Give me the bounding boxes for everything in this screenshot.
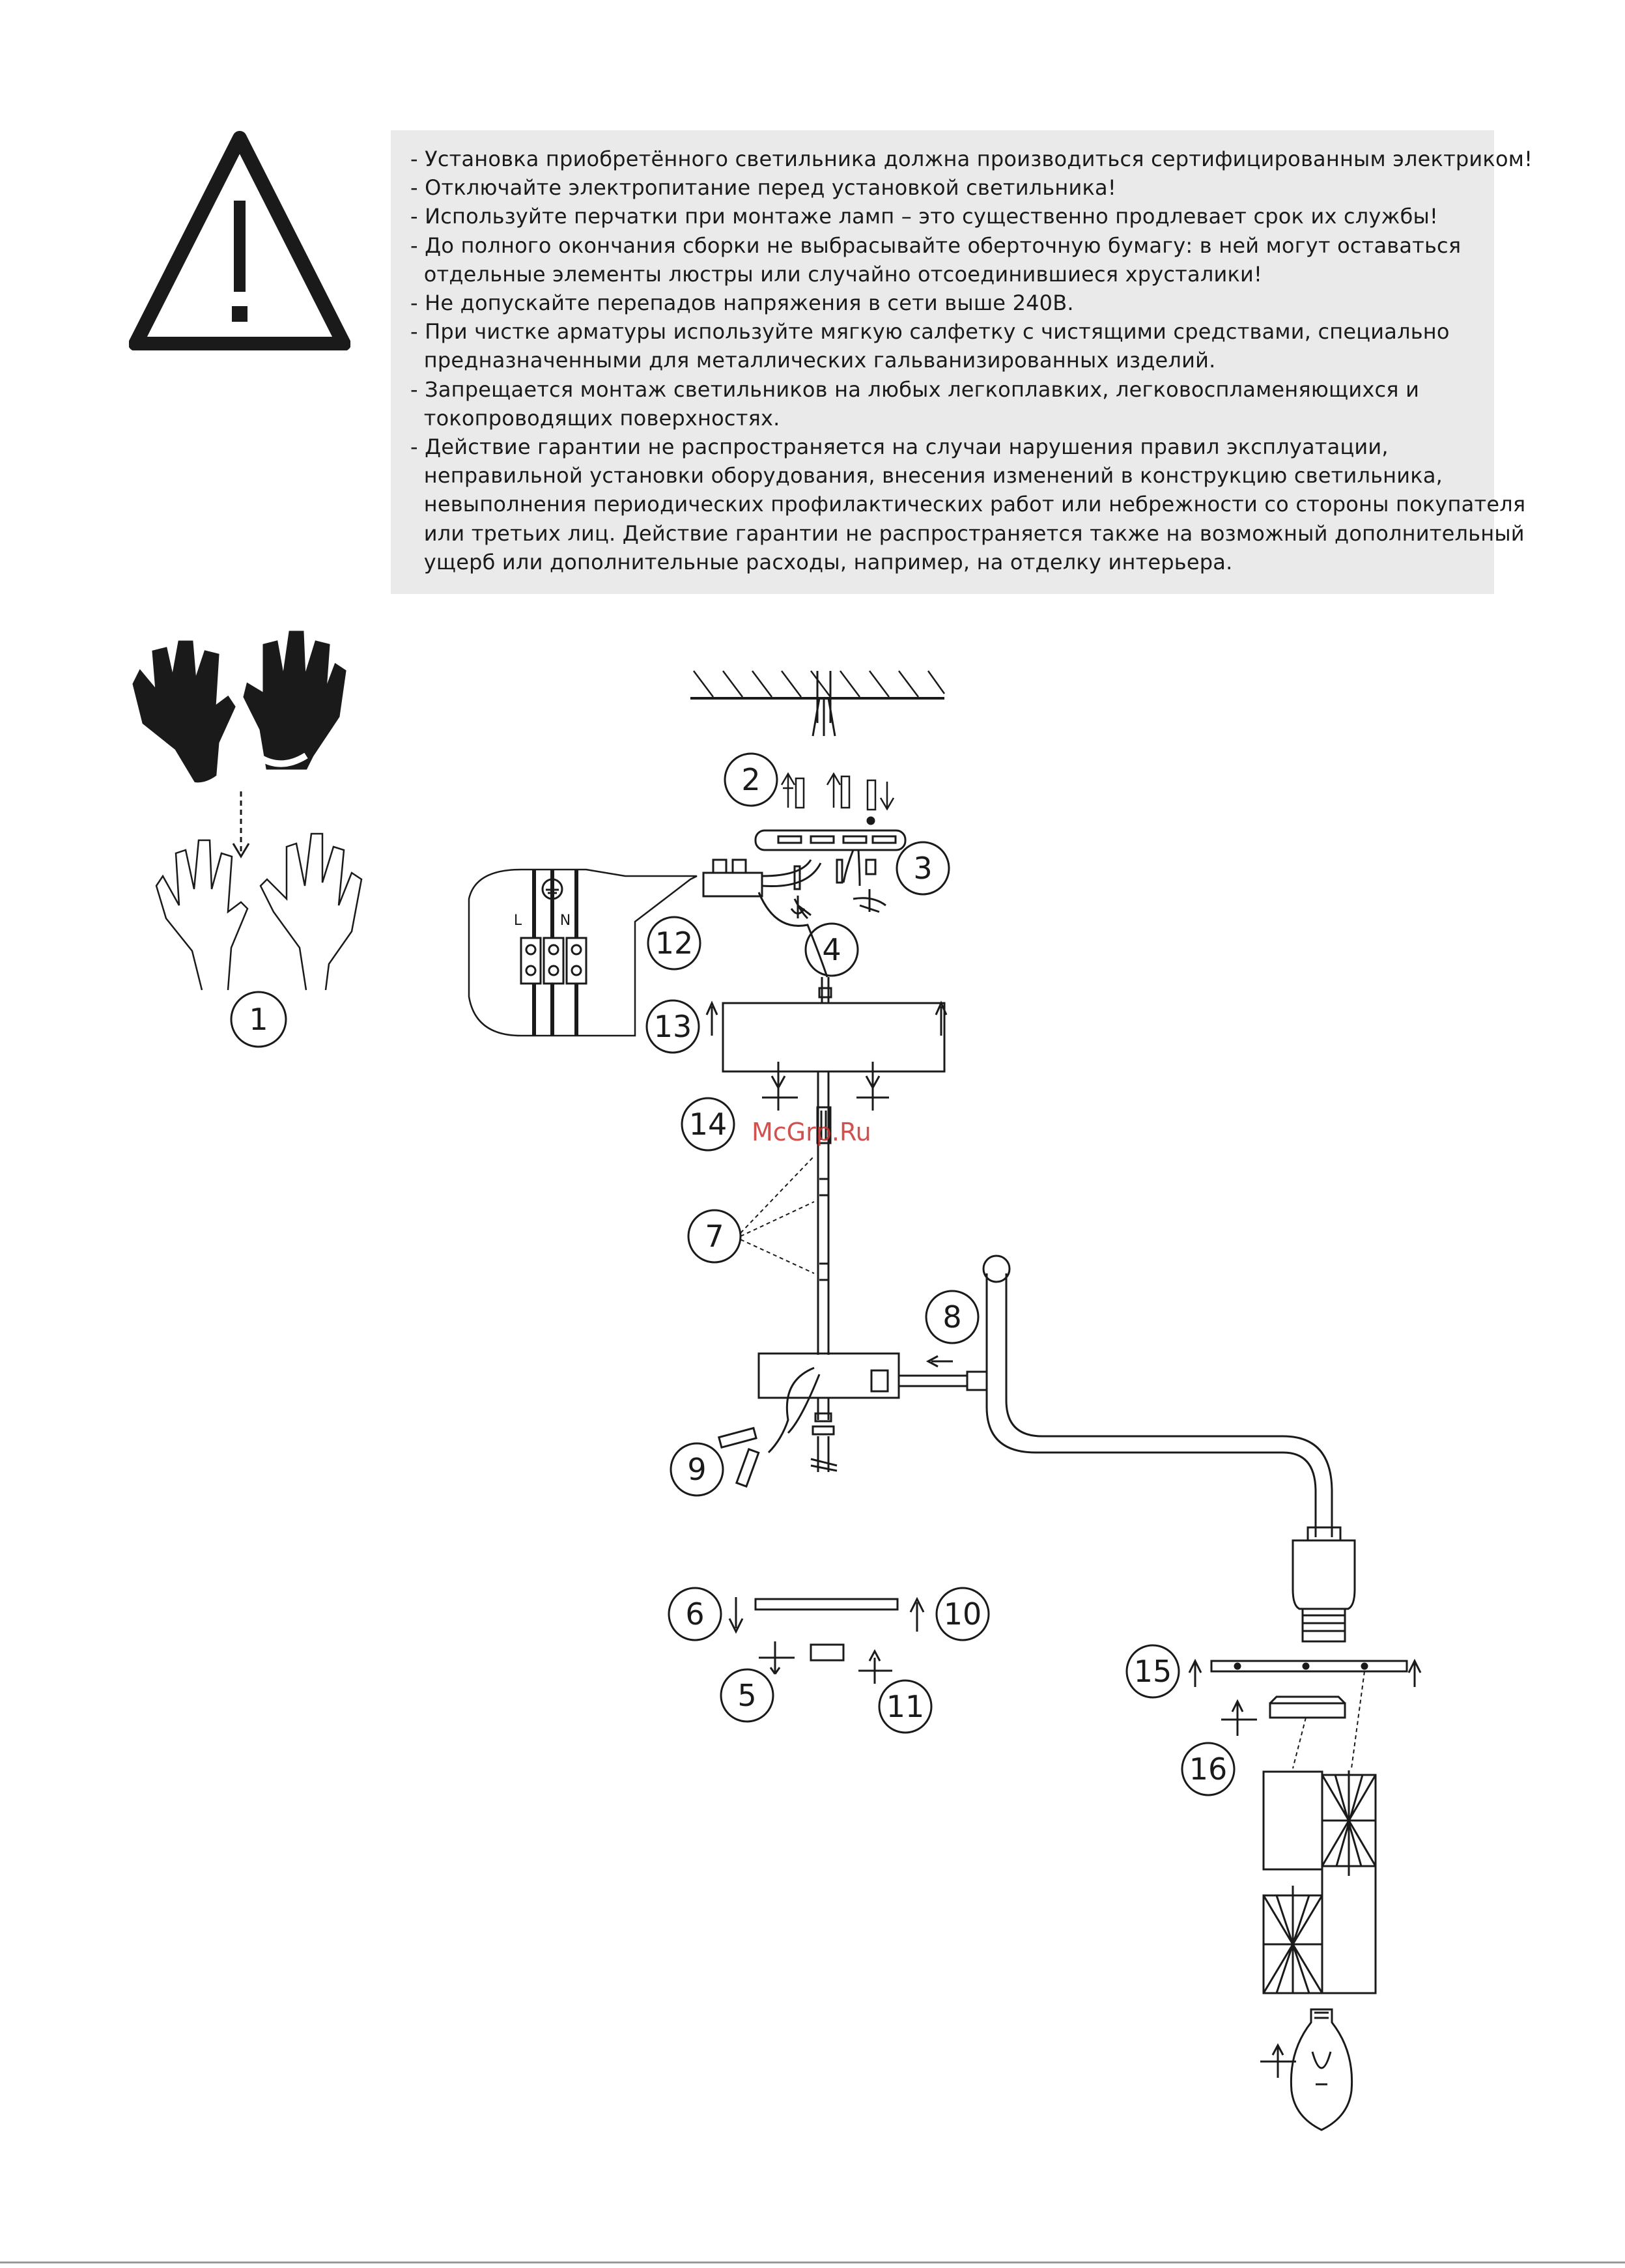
terminal-label-live: L: [514, 913, 522, 929]
warning-line: - Установка приобретённого светильника д…: [410, 147, 1533, 171]
warning-line: неправильной установки оборудования, вне…: [410, 463, 1443, 489]
warning-line: отдельные элементы люстры или случайно о…: [410, 261, 1263, 287]
terminal-label-neutral: N: [560, 913, 571, 929]
warning-line: - Запрещается монтаж светильников на люб…: [410, 376, 1420, 402]
callout-11: 11: [886, 1689, 925, 1724]
callout-5: 5: [737, 1678, 756, 1713]
warning-line: или третьих лиц. Действие гарантии не ра…: [410, 520, 1525, 546]
ground-symbol-icon: [541, 878, 563, 900]
callout-10: 10: [944, 1596, 982, 1632]
watermark: McGrp.Ru: [752, 1118, 871, 1146]
callout-8: 8: [942, 1299, 961, 1335]
callout-14: 14: [689, 1107, 728, 1142]
callout-6: 6: [685, 1596, 704, 1632]
warning-line: - Действие гарантии не распространяется …: [410, 434, 1389, 460]
callout-1: 1: [249, 1002, 268, 1037]
gloves-icon: [132, 631, 346, 789]
callout-15: 15: [1134, 1654, 1172, 1689]
warning-panel: - Установка приобретённого светильника д…: [391, 130, 1533, 594]
callout-7: 7: [705, 1219, 724, 1254]
warning-line: ущерб или дополнительные расходы, наприм…: [410, 549, 1233, 574]
warning-line: - До полного окончания сборки не выбрасы…: [410, 233, 1462, 258]
callout-3: 3: [913, 851, 932, 886]
warning-triangle-icon: [129, 131, 350, 350]
callout-12: 12: [655, 926, 694, 961]
callout-16: 16: [1189, 1751, 1228, 1787]
callout-9: 9: [687, 1452, 706, 1487]
warning-line: - Отключайте электропитание перед устано…: [410, 175, 1116, 201]
warning-line: предназначенными для металлических гальв…: [410, 348, 1216, 373]
warning-line: токопроводящих поверхностях.: [410, 405, 780, 431]
warning-line: - Не допускайте перепадов напряжения в с…: [410, 291, 1074, 316]
warning-line: невыполнения периодических профилактичес…: [410, 492, 1526, 517]
page-bottom-rule: [0, 2261, 1625, 2263]
callout-13: 13: [654, 1009, 692, 1044]
bare-hands-icon: [155, 832, 363, 991]
warning-line: - Используйте перчатки при монтаже ламп …: [410, 204, 1439, 229]
warning-line: - При чистке арматуры используйте мягкую…: [410, 319, 1450, 345]
callout-4: 4: [822, 932, 841, 967]
callout-2: 2: [741, 762, 760, 797]
